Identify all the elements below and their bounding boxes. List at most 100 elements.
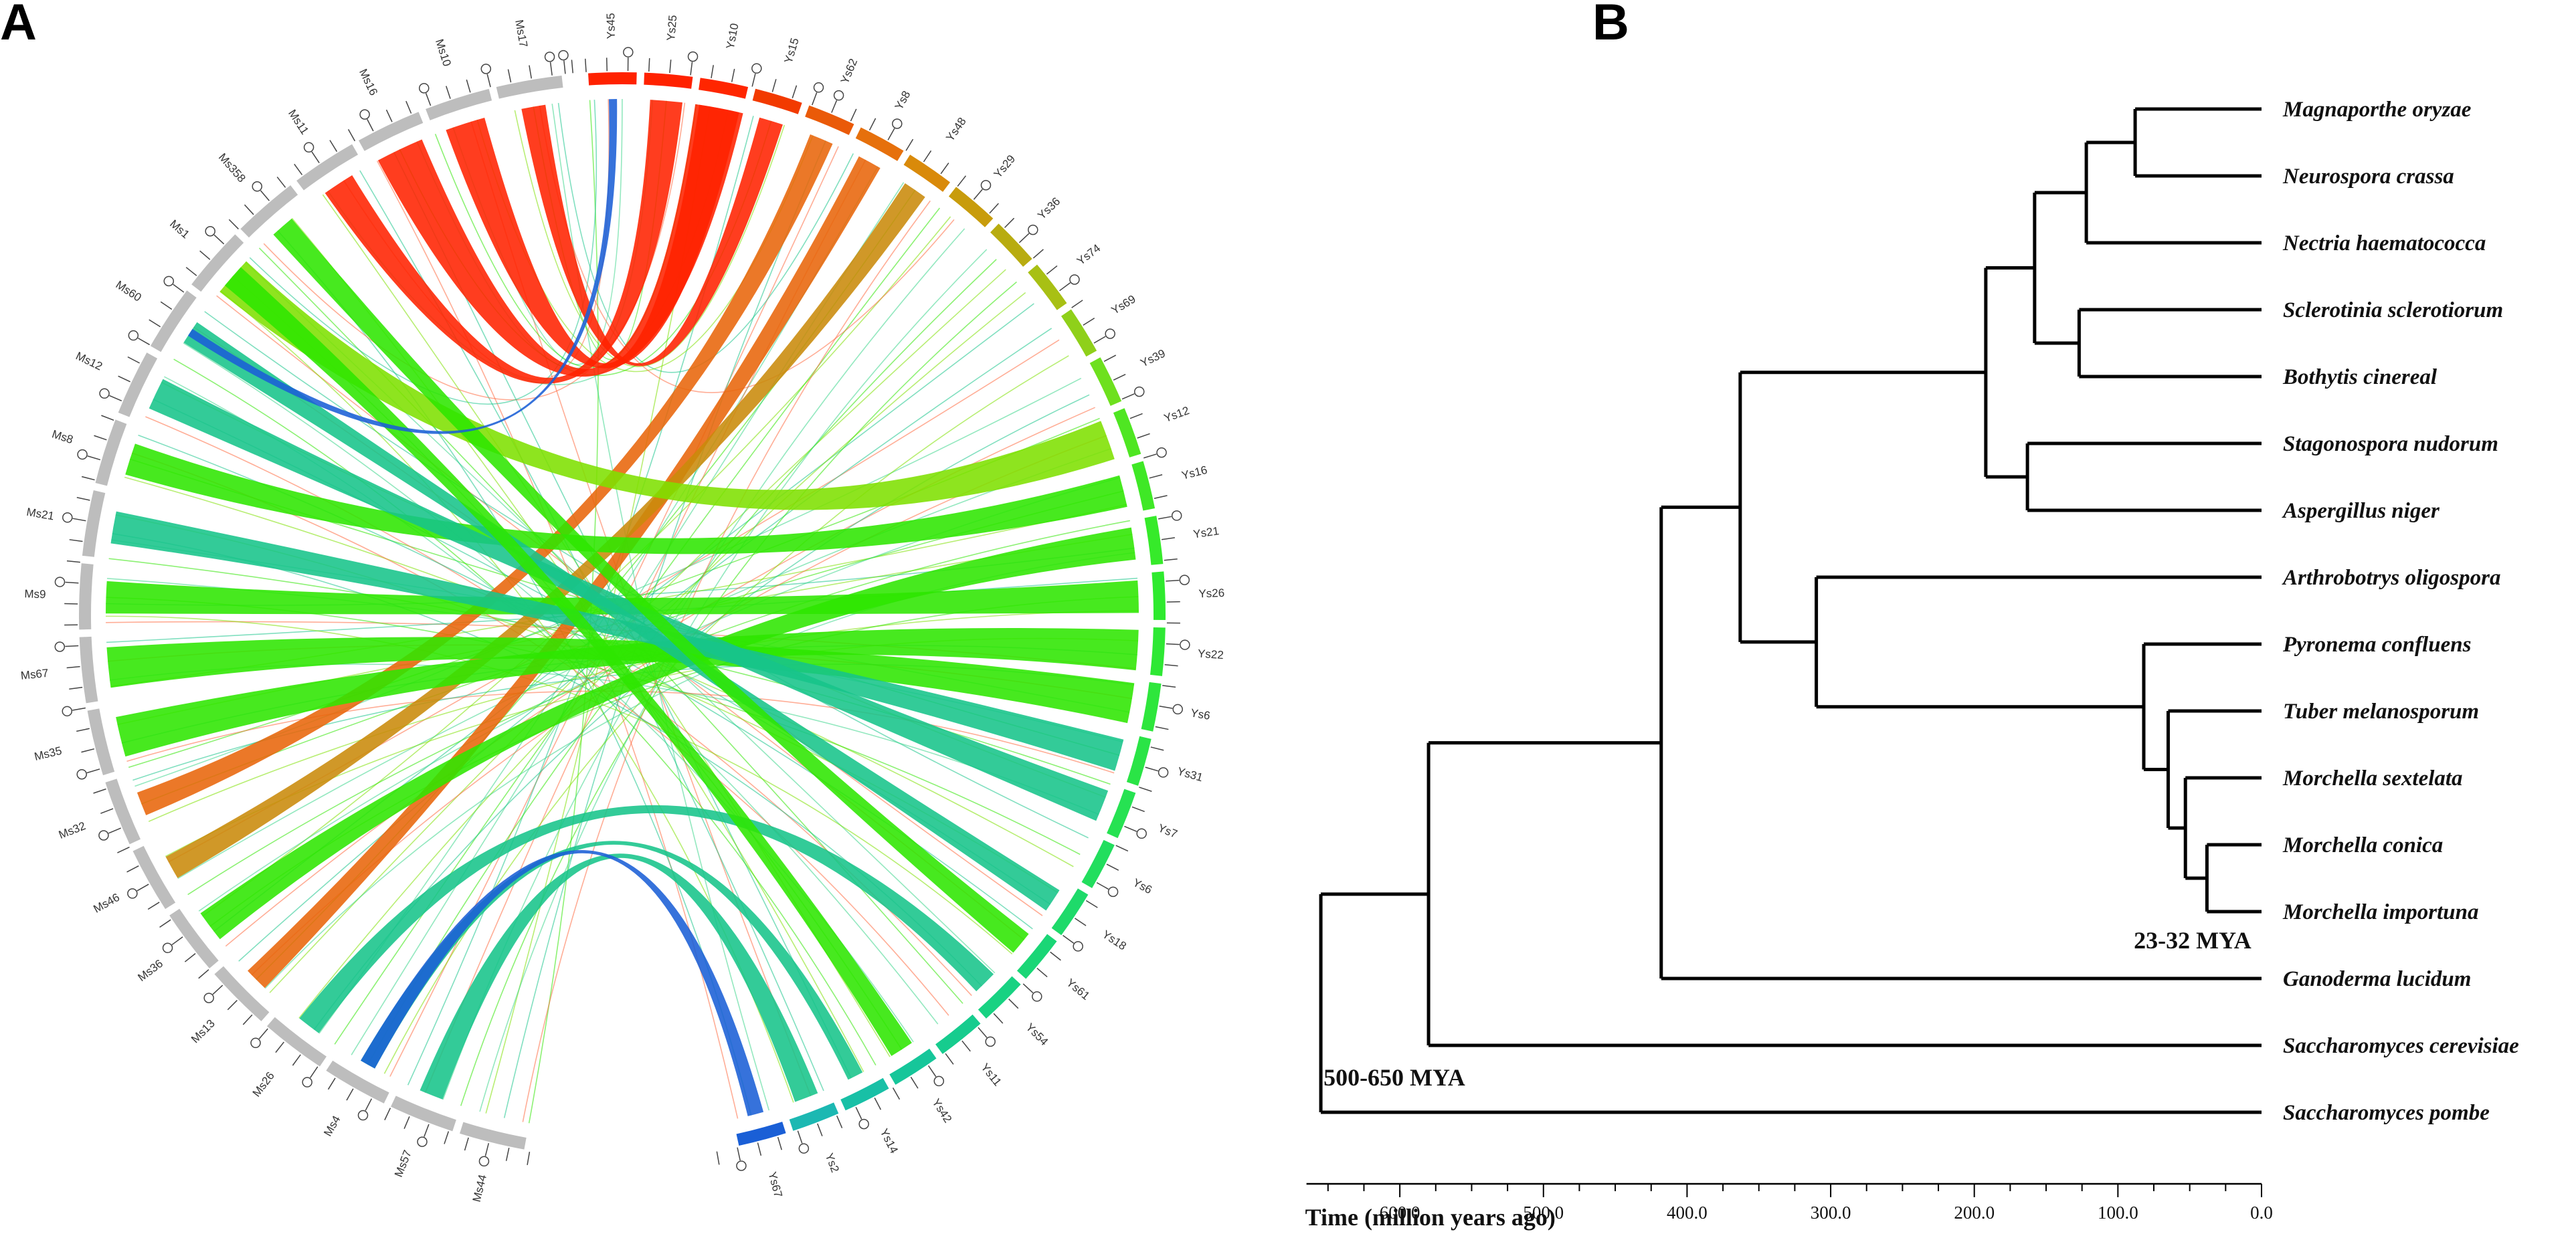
gene-tick [149,320,161,327]
gene-tick [186,268,197,276]
gene-tick [974,189,982,199]
segment-Ys25 [644,73,693,89]
gene-tick [1137,433,1150,438]
leaf-label: Nectria haematococca [2282,231,2486,255]
gene-tick [446,86,450,99]
gene-tick [1046,266,1057,274]
leaf-label: Tuber melanosporum [2283,700,2479,724]
segment-label: Ys16 [1180,463,1208,482]
gene-tick [527,1152,529,1165]
gene-tick [387,110,392,122]
gene-tick [875,1098,881,1110]
segment-label: Ys67 [765,1170,784,1199]
gene-tick [1072,300,1083,308]
segment-Ms35 [88,708,115,775]
axis-tick-label: 0.0 [2250,1203,2273,1223]
annotation-root-divergence: 500-650 MYA [1323,1064,1465,1091]
gene-tick [347,1089,353,1100]
gene-tick [737,1148,740,1161]
gene-marker [360,110,369,119]
gene-tick [994,1013,1003,1023]
leaf-label: Neurospora crassa [2282,165,2454,189]
segment-label: Ms32 [57,819,88,841]
segment-Ys45 [588,72,637,86]
segment-Ys48 [904,154,950,192]
gene-tick [1050,952,1061,960]
leaf-label: Sclerotinia sclerotiorum [2283,298,2503,322]
gene-tick [310,1067,318,1078]
gene-marker [164,276,173,286]
gene-marker [100,389,109,398]
gene-marker [834,91,844,100]
gene-tick [1059,283,1070,291]
gene-tick [798,1131,802,1144]
gene-tick [128,357,140,363]
gene-tick [717,1152,719,1165]
gene-tick [243,1015,252,1025]
gene-tick [551,62,553,76]
gene-marker [893,119,902,128]
segment-label: Ms46 [91,891,122,916]
gene-marker [624,47,633,57]
gene-tick [276,1042,284,1053]
segment-Ys7 [1107,789,1135,838]
gene-tick [161,302,172,309]
segment-label: Ms35 [33,744,63,763]
gene-tick [1063,935,1074,943]
gene-marker [418,1137,427,1146]
gene-tick [1005,218,1014,227]
gene-marker [814,83,823,92]
gene-tick [1083,318,1095,326]
axis-tick-label: 200.0 [1954,1203,1995,1223]
gene-marker [1180,575,1189,585]
leaf-label: Saccharomyces pombe [2283,1101,2490,1125]
segment-Ys10 [699,78,748,98]
segment-Ys36 [990,223,1032,266]
gene-tick [213,985,223,995]
gene-tick [485,1143,488,1156]
gene-tick [1143,454,1156,458]
gene-tick [1154,496,1168,498]
gene-marker [62,706,72,716]
segment-label: Ms12 [74,350,104,373]
gene-tick [1160,706,1173,708]
segment-label: Ms21 [25,506,55,523]
gene-tick [1158,516,1172,519]
gene-tick [732,69,735,82]
gene-tick [67,667,80,668]
segment-Ys11 [935,1015,980,1054]
gene-tick [752,74,755,86]
gene-marker [128,889,137,898]
axis-tick-label: 300.0 [1811,1203,1851,1223]
panel-a-letter: A [0,0,37,51]
gene-marker [859,1120,868,1129]
gene-tick [81,749,94,752]
segment-label: Ms9 [24,587,46,601]
gene-marker [1105,329,1115,338]
gene-tick [1166,644,1180,645]
gene-marker [128,331,138,340]
segment-label: Ys62 [838,57,860,86]
gene-marker [481,64,490,74]
gene-tick [507,1148,509,1161]
gene-tick [962,1041,970,1051]
chord-link-Ys48-Ms46 [166,183,925,878]
segment-label: Ms44 [470,1173,489,1203]
axis-tick-label: 100.0 [2098,1203,2138,1223]
segment-label: Ms26 [250,1069,277,1100]
gene-marker [545,52,555,62]
gene-marker [302,1077,312,1087]
gene-tick [148,902,159,910]
gene-marker [1172,511,1182,520]
segment-Ms10 [426,89,492,120]
gene-tick [772,79,776,92]
gene-marker [163,943,173,952]
annotation-morchella-divergence: 23-32 MYA [2134,927,2251,954]
gene-marker [688,52,698,62]
segment-label: Ms36 [135,957,165,984]
segment-label: Ms67 [20,667,49,682]
gene-tick [312,152,319,163]
gene-tick [911,1077,918,1088]
panel-b-letter: B [1592,0,1629,51]
